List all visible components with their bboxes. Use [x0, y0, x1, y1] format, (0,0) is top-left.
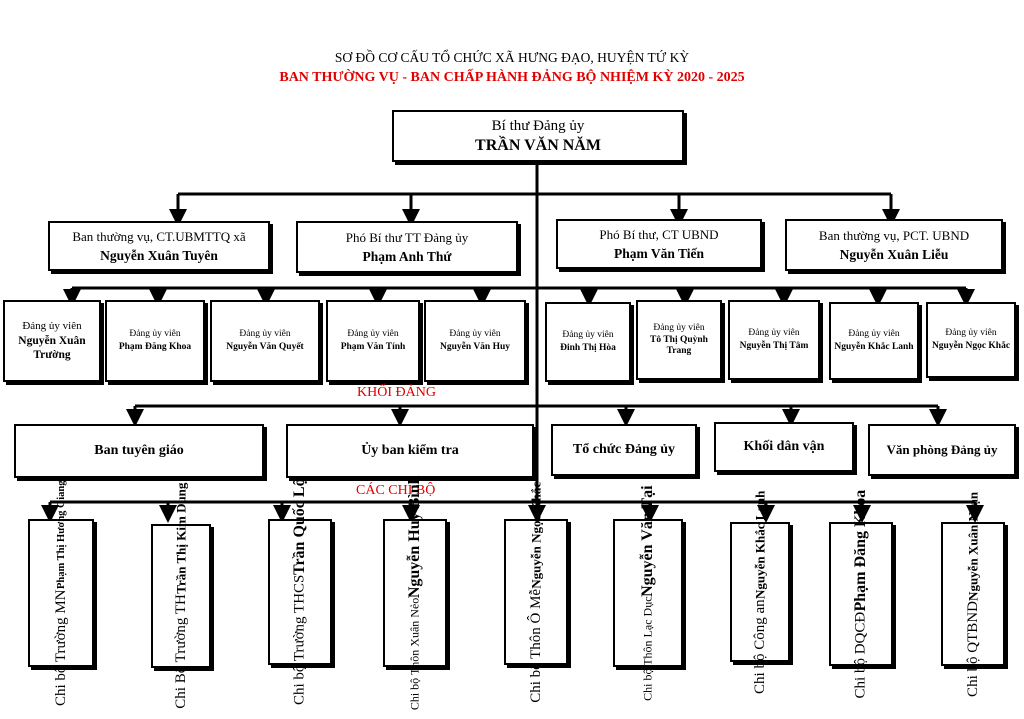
member-name: Nguyễn Văn Quyết: [226, 341, 304, 352]
member-box-7: Đảng ủy viên Tô Thị Quỳnh Trang: [636, 300, 722, 380]
branch-leader: Nguyễn Xuân Ngạn: [965, 491, 980, 601]
branch-leader: Nguyễn Ngọc Khắc: [528, 481, 543, 589]
department-box-4: Khối dân vận: [714, 422, 854, 472]
member-role: Đảng ủy viên: [239, 329, 291, 340]
member-box-4: Đảng ủy viên Phạm Văn Tính: [326, 300, 420, 382]
branch-leader: Nguyễn Văn Tại: [639, 485, 656, 597]
box-name: Nguyễn Xuân Tuyên: [100, 247, 218, 263]
box-role: Ban thường vụ, PCT. UBND: [818, 227, 970, 243]
box-name: Phạm Anh Thứ: [362, 248, 452, 264]
standing-committee-box-4: Ban thường vụ, PCT. UBND Nguyễn Xuân Liễ…: [785, 219, 1003, 271]
member-box-10: Đảng ủy viên Nguyễn Ngọc Khắc: [926, 302, 1016, 378]
branch-name: Chi bộ Thôn Xuân Nẻo: [407, 598, 422, 711]
department-name: Văn phòng Đảng ủy: [886, 442, 998, 457]
department-box-1: Ban tuyên giáo: [14, 424, 264, 478]
department-name: Ủy ban kiểm tra: [361, 443, 459, 458]
box-role: Phó Bí thư TT Đảng ủy: [345, 229, 469, 245]
member-role: Đảng ủy viên: [562, 330, 614, 341]
branch-leader: Trần Quốc Lộ: [291, 478, 308, 576]
branch-leader: Phạm Thị Hương Giang: [55, 480, 67, 590]
member-role: Đảng ủy viên: [347, 329, 399, 340]
branch-leader: Phạm Đăng Khoa: [852, 489, 869, 612]
department-box-2: Ủy ban kiểm tra: [286, 424, 534, 478]
member-name: Nguyễn Văn Huy: [439, 341, 511, 352]
member-box-3: Đảng ủy viên Nguyễn Văn Quyết: [210, 300, 320, 382]
secretary-name: TRẦN VĂN NĂM: [475, 136, 601, 154]
branch-name: Chi bộ Trường MN: [52, 589, 69, 706]
branch-name: Chi Bộ Trường TH: [172, 594, 189, 709]
branch-name: Chi bộ Công an: [751, 598, 768, 694]
member-role: Đảng ủy viên: [945, 328, 997, 339]
box-role: Ban thường vụ, CT.UBMTTQ xã: [72, 228, 246, 244]
branch-name: Chi bộ QTBND: [964, 600, 981, 697]
department-name: Tổ chức Đảng ủy: [572, 442, 676, 457]
box-name: Phạm Văn Tiến: [613, 245, 705, 261]
page-subtitle: BAN THƯỜNG VỤ - BAN CHẤP HÀNH ĐẢNG BỘ NH…: [279, 70, 745, 85]
member-name: Phạm Đăng Khoa: [118, 341, 192, 352]
department-name: Ban tuyên giáo: [94, 443, 184, 458]
department-name: Khối dân vận: [743, 439, 825, 454]
branch-name: Chi bộ Thôn Ô Mễ: [527, 588, 544, 703]
secretary-role: Bí thư Đảng ủy: [491, 117, 585, 134]
branch-leader: Trần Thị Kim Dung: [173, 483, 188, 595]
member-box-5: Đảng ủy viên Nguyễn Văn Huy: [424, 300, 526, 382]
standing-committee-box-3: Phó Bí thư, CT UBND Phạm Văn Tiến: [556, 219, 762, 269]
member-role: Đảng ủy viên: [748, 328, 800, 339]
khoi-dang-label: KHỐI ĐẢNG: [357, 385, 436, 400]
member-name: Nguyễn Ngọc Khắc: [931, 340, 1011, 351]
standing-committee-box-2: Phó Bí thư TT Đảng ủy Phạm Anh Thứ: [296, 221, 518, 273]
member-name: Nguyễn Thị Tâm: [739, 340, 809, 351]
box-name: Nguyễn Xuân Liễu: [839, 246, 949, 262]
member-name: Phạm Văn Tính: [340, 341, 406, 352]
branch-name: Chi bộ Trường THCS: [291, 575, 308, 706]
branch-leader: Nguyễn Huy Bình: [406, 475, 423, 599]
branch-name: Chi bộ DQCĐ: [852, 611, 869, 699]
standing-committee-box-1: Ban thường vụ, CT.UBMTTQ xã Nguyễn Xuân …: [48, 221, 270, 271]
branch-leader: Nguyễn Khắc Lanh: [752, 490, 767, 599]
member-name: Tô Thị Quỳnh Trang: [650, 335, 708, 357]
member-name: Đinh Thị Hòa: [560, 342, 616, 353]
member-name: Nguyễn Xuân Trường: [18, 335, 86, 361]
member-role: Đảng ủy viên: [22, 320, 82, 333]
member-box-1: Đảng ủy viên Nguyễn Xuân Trường: [3, 300, 101, 382]
member-box-9: Đảng ủy viên Nguyễn Khắc Lanh: [829, 302, 919, 380]
box-role: Phó Bí thư, CT UBND: [599, 226, 719, 242]
member-role: Đảng ủy viên: [129, 329, 181, 340]
department-box-5: Văn phòng Đảng ủy: [868, 424, 1016, 476]
department-box-3: Tổ chức Đảng ủy: [551, 424, 697, 476]
member-name: Nguyễn Khắc Lanh: [834, 341, 914, 352]
member-role: Đảng ủy viên: [848, 329, 900, 340]
member-role: Đảng ủy viên: [653, 322, 705, 333]
branch-name: Chi bộ Thôn Lạc Dục: [640, 596, 655, 701]
page-title: SƠ ĐỒ CƠ CẤU TỔ CHỨC XÃ HƯNG ĐẠO, HUYỆN …: [334, 50, 690, 65]
member-box-8: Đảng ủy viên Nguyễn Thị Tâm: [728, 300, 820, 380]
member-role: Đảng ủy viên: [449, 329, 501, 340]
secretary-box: Bí thư Đảng ủy TRẦN VĂN NĂM: [392, 110, 684, 162]
chi-bo-label: CÁC CHI BỘ: [356, 483, 436, 498]
member-box-6: Đảng ủy viên Đinh Thị Hòa: [545, 302, 631, 382]
member-box-2: Đảng ủy viên Phạm Đăng Khoa: [105, 300, 205, 382]
